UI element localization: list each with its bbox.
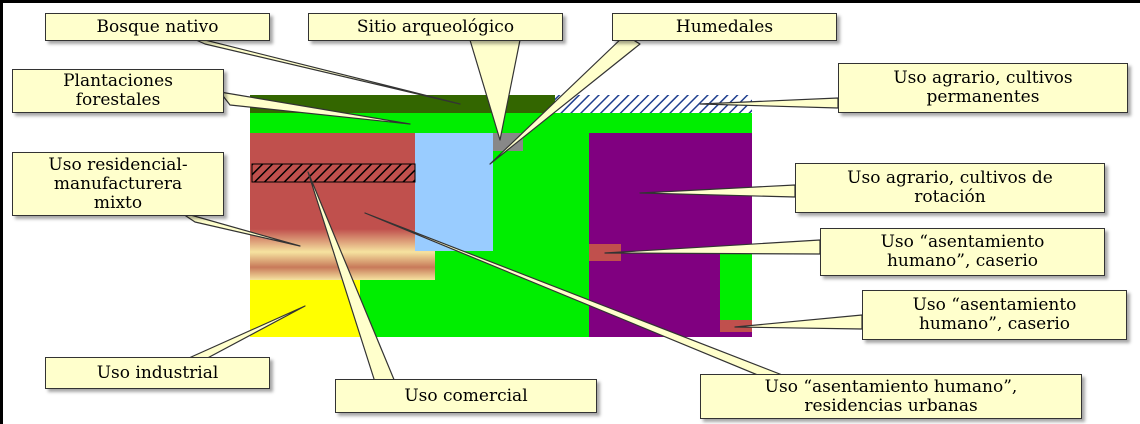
label-uso-residencial-manufacturera: Uso residencial- manufacturera mixto bbox=[12, 152, 224, 216]
label-asentamiento-caserio-2: Uso “asentamiento humano”, caserio bbox=[862, 290, 1127, 340]
label-bosque-nativo: Bosque nativo bbox=[45, 13, 270, 41]
label-uso-comercial: Uso comercial bbox=[335, 379, 597, 413]
label-uso-agrario-rotacion: Uso agrario, cultivos de rotación bbox=[795, 163, 1105, 213]
label-uso-agrario-permanentes: Uso agrario, cultivos permanentes bbox=[838, 63, 1128, 113]
pointer-plantaciones bbox=[219, 91, 411, 125]
region-caserio-2 bbox=[720, 320, 752, 332]
region-agrario-permanentes bbox=[555, 95, 752, 113]
region-bosque-nativo bbox=[250, 95, 555, 113]
region-humedales bbox=[415, 133, 493, 251]
pointer-residencial bbox=[179, 211, 301, 247]
label-plantaciones-forestales: Plantaciones forestales bbox=[12, 69, 224, 113]
region-industrial bbox=[250, 280, 360, 337]
label-humedales: Humedales bbox=[612, 13, 837, 41]
region-green-strip bbox=[720, 248, 752, 320]
pointer-caserio-2 bbox=[734, 314, 863, 330]
label-uso-industrial: Uso industrial bbox=[45, 357, 270, 389]
label-sitio-arqueologico: Sitio arqueológico bbox=[308, 13, 563, 41]
label-asentamiento-caserio-1: Uso “asentamiento humano”, caserio bbox=[820, 228, 1105, 276]
region-comercial-hatch bbox=[251, 163, 416, 183]
label-asentamiento-urbanas: Uso “asentamiento humano”, residencias u… bbox=[700, 374, 1082, 419]
